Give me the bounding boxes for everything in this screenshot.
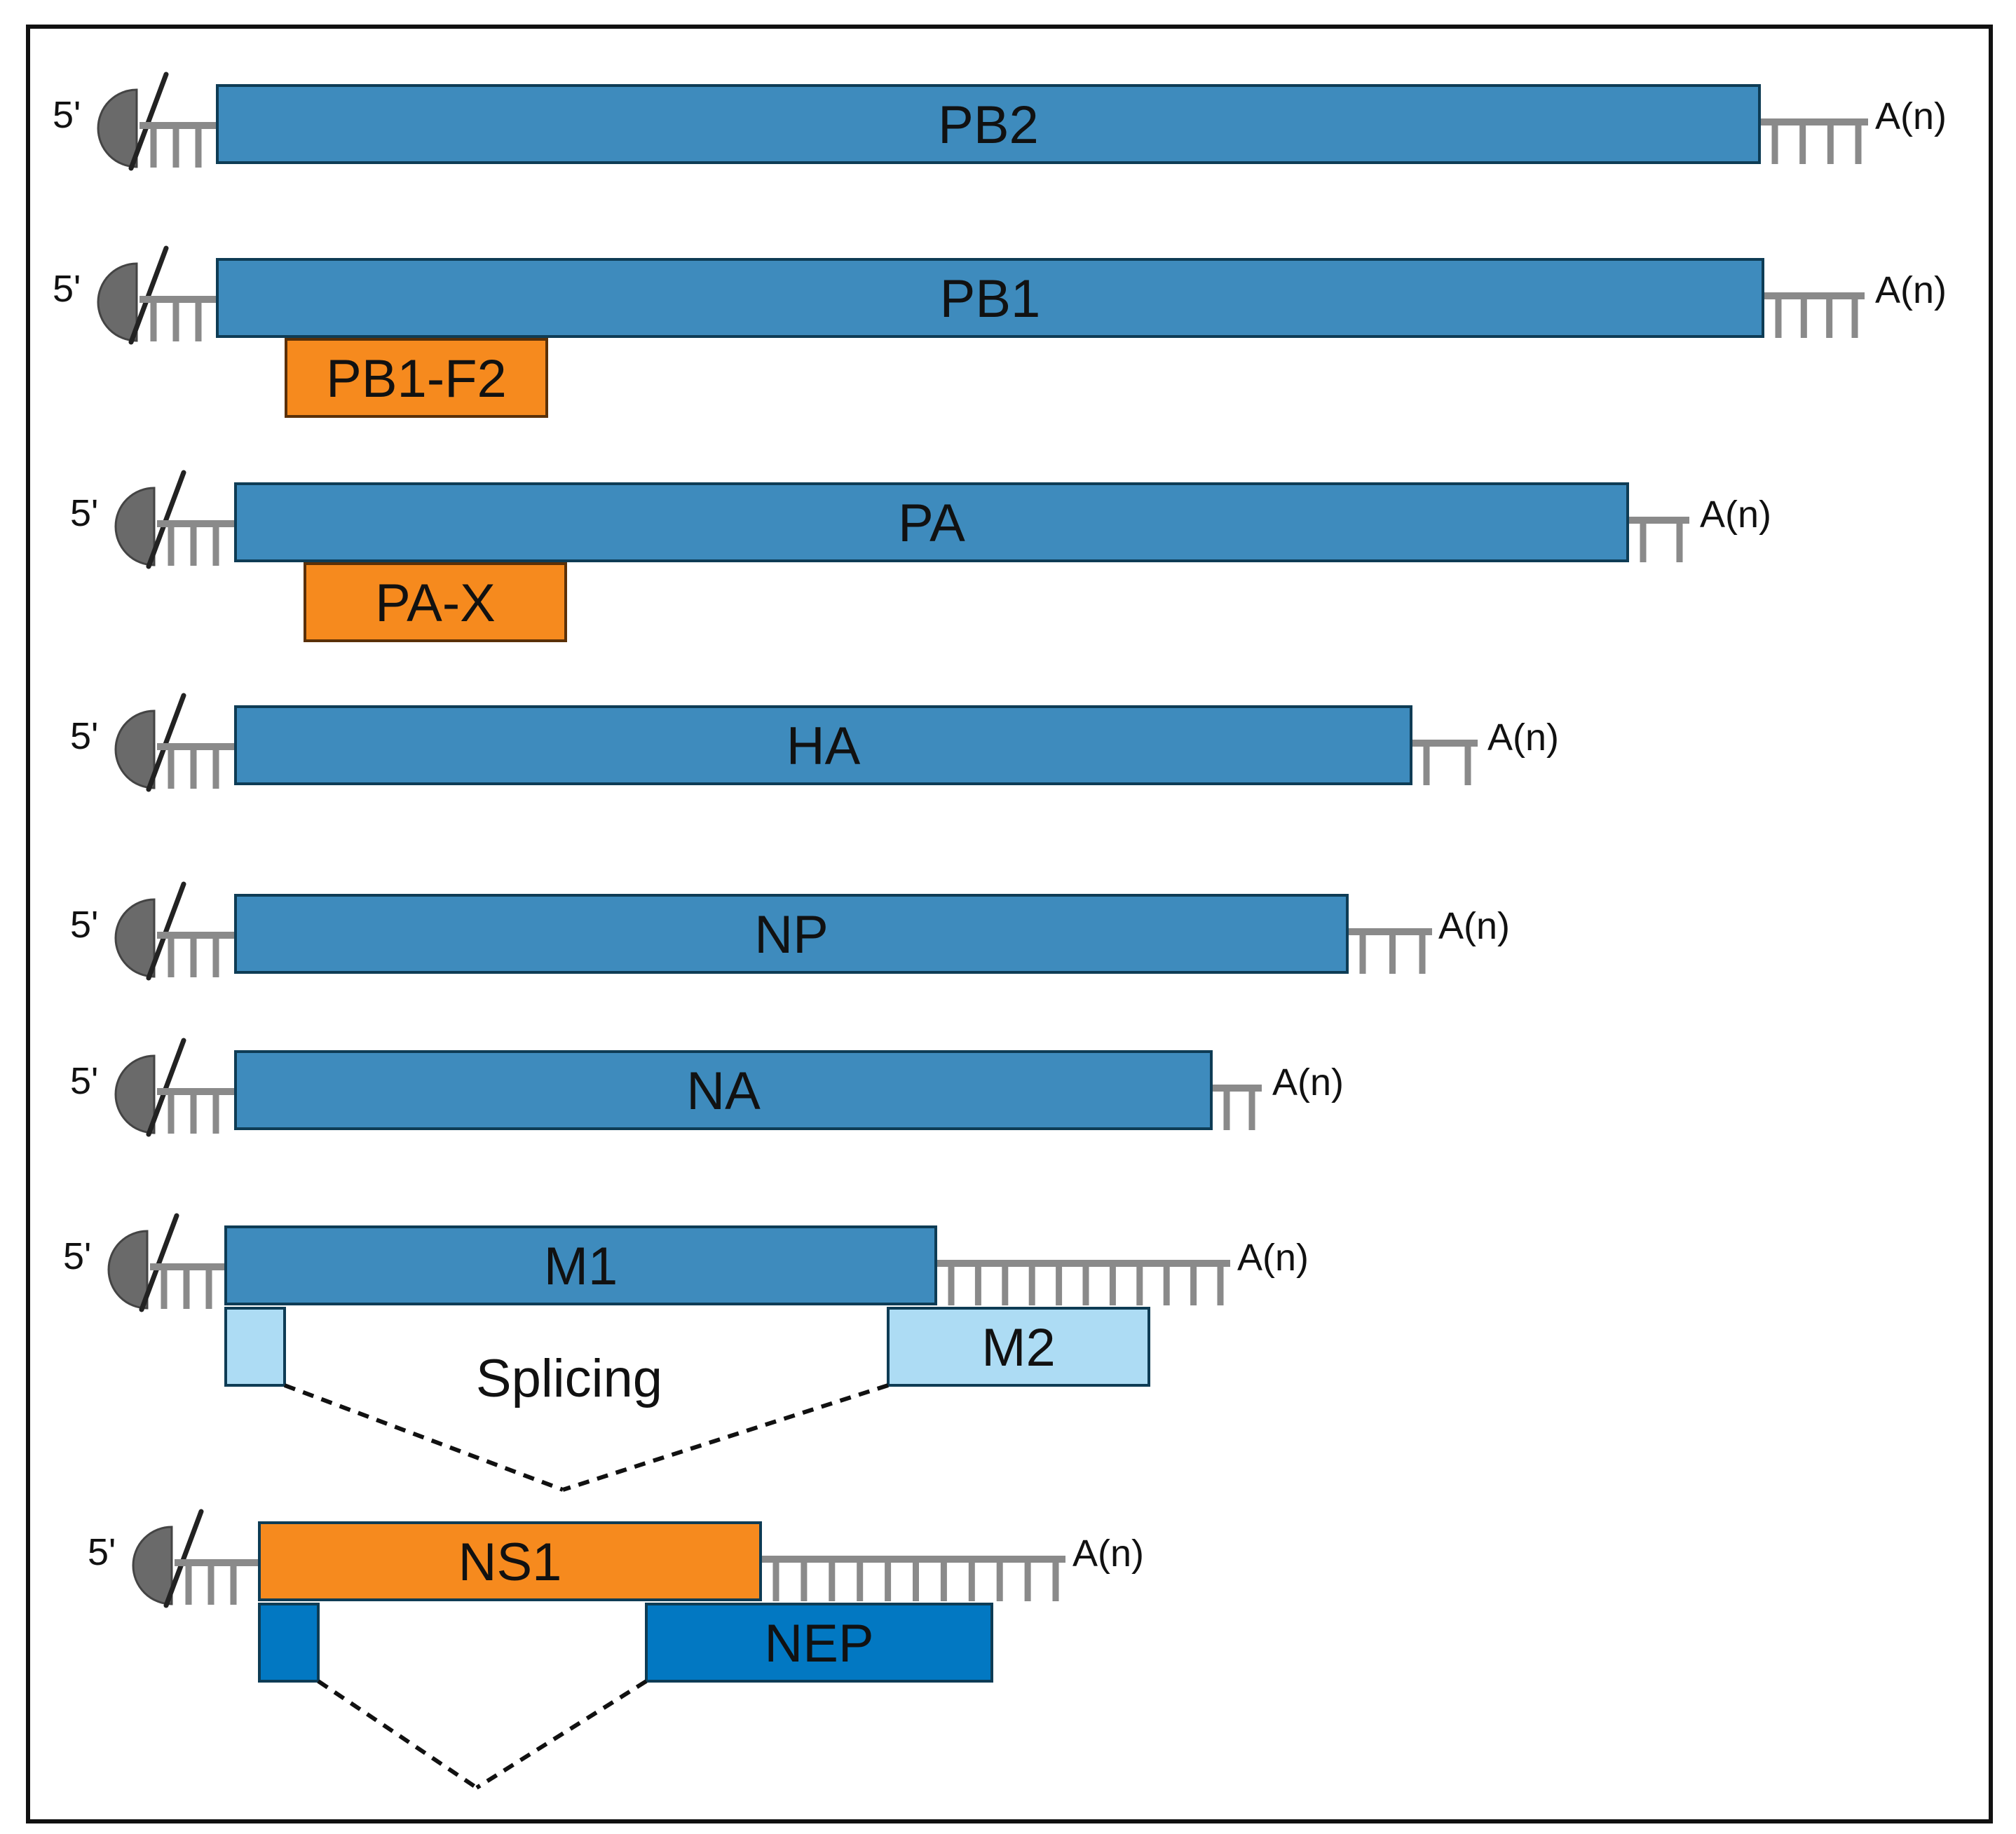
five-prime-label: 5'	[70, 715, 98, 757]
five-prime-label: 5'	[70, 1060, 98, 1102]
cap-slash-icon	[163, 1509, 204, 1608]
five-prime-cap-icon	[97, 88, 138, 168]
gene-label: PA	[898, 494, 965, 553]
accessory-orf-label: PB1-F2	[326, 349, 507, 409]
segment-na: 5' A(n) NA	[70, 1038, 1344, 1137]
poly-a-label: A(n)	[1438, 905, 1510, 947]
spliced-exon-1	[224, 1307, 286, 1387]
cap-slash-icon	[128, 245, 169, 345]
spliced-exon-1	[258, 1603, 320, 1683]
poly-a-label: A(n)	[1237, 1237, 1309, 1279]
five-prime-cap-icon	[114, 709, 156, 789]
accessory-orf-bar	[285, 338, 548, 418]
segment-pb2: 5' A(n) PB2	[53, 72, 1947, 171]
gene-label: PB1	[940, 269, 1041, 329]
gene-label: PB2	[938, 95, 1039, 155]
gene-bar	[234, 1050, 1213, 1130]
cap-slash-icon	[146, 881, 186, 981]
gene-bar	[216, 84, 1761, 164]
splice-line-right	[475, 1679, 648, 1790]
five-prime-cap-icon	[107, 1230, 149, 1310]
spliced-exon-2	[645, 1603, 993, 1683]
gene-bar	[224, 1225, 937, 1305]
five-prime-cap-icon	[132, 1526, 173, 1605]
spliced-product-label: NEP	[764, 1614, 873, 1673]
segment-pa: 5' A(n) PA PA-X	[70, 470, 1771, 642]
five-prime-label: 5'	[70, 492, 98, 534]
accessory-orf-bar	[304, 562, 567, 642]
splice-line-right	[562, 1383, 889, 1492]
gene-bar	[234, 482, 1629, 562]
gene-label: NS1	[458, 1533, 562, 1592]
splice-line-left	[283, 1383, 564, 1492]
gene-label: NP	[754, 905, 829, 965]
poly-a-label: A(n)	[1487, 716, 1559, 759]
poly-a-label: A(n)	[1875, 269, 1947, 311]
splicing-label: Splicing	[476, 1349, 662, 1408]
segment-ha: 5' A(n) HA	[70, 693, 1559, 792]
five-prime-cap-icon	[97, 262, 138, 342]
gene-bar	[216, 258, 1764, 338]
five-prime-cap-icon	[114, 1054, 156, 1134]
five-prime-label: 5'	[88, 1531, 116, 1573]
spliced-exon-2	[887, 1307, 1150, 1387]
segment-np: 5' A(n) NP	[70, 881, 1510, 981]
cap-slash-icon	[146, 693, 186, 792]
gene-bar	[234, 705, 1412, 785]
gene-label: HA	[786, 716, 861, 776]
cap-slash-icon	[146, 470, 186, 569]
gene-label: NA	[686, 1061, 761, 1121]
five-prime-label: 5'	[70, 904, 98, 946]
gene-bar	[258, 1521, 762, 1601]
gene-label: M1	[544, 1237, 618, 1296]
five-prime-label: 5'	[53, 94, 81, 136]
accessory-orf-label: PA-X	[375, 573, 496, 633]
poly-a-label: A(n)	[1272, 1061, 1344, 1103]
splice-line-left	[317, 1679, 478, 1790]
five-prime-label: 5'	[63, 1235, 91, 1277]
poly-a-label: A(n)	[1072, 1533, 1144, 1575]
five-prime-cap-icon	[114, 898, 156, 978]
poly-a-label: A(n)	[1875, 95, 1947, 137]
spliced-product-label: M2	[981, 1318, 1056, 1378]
cap-slash-icon	[146, 1038, 186, 1137]
cap-slash-icon	[139, 1213, 179, 1312]
five-prime-cap-icon	[114, 487, 156, 566]
five-prime-label: 5'	[53, 268, 81, 310]
cap-slash-icon	[128, 72, 169, 171]
poly-a-label: A(n)	[1700, 494, 1771, 536]
gene-bar	[234, 894, 1349, 974]
